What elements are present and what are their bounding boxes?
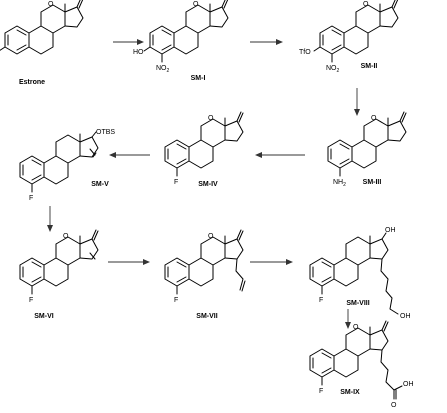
sm-ii-triflate-label: TfO bbox=[299, 49, 311, 56]
arrow-sm-v-to-sm-vi bbox=[47, 206, 53, 232]
label-sm-iii: SM-III bbox=[363, 179, 382, 186]
compound-sm-i: O HO NO2 SM-I bbox=[133, 0, 229, 82]
compound-sm-iv: O F SM-IV bbox=[164, 111, 244, 188]
arrow-sm-iv-to-sm-v bbox=[109, 152, 150, 158]
sm-viii-fluoro-label: F bbox=[319, 297, 323, 304]
label-estrone: Estrone bbox=[19, 79, 45, 86]
sm-vii-oxo-label: O bbox=[208, 233, 214, 240]
compound-sm-iii: O NH2 SM-III bbox=[327, 111, 407, 188]
sm-ii-oxo-label: O bbox=[363, 1, 369, 8]
label-sm-viii: SM-VIII bbox=[346, 300, 369, 307]
sm-ix-acid-oh-label: OH bbox=[403, 381, 414, 388]
sm-vi-oxo-label: O bbox=[63, 233, 69, 240]
label-sm-vii: SM-VII bbox=[196, 313, 217, 320]
label-sm-vi: SM-VI bbox=[34, 313, 54, 320]
sm-iii-oxo-label: O bbox=[371, 115, 377, 122]
arrow-sm-vi-to-sm-vii bbox=[108, 259, 150, 265]
sm-ix-fluoro-label: F bbox=[319, 388, 323, 395]
compound-sm-vi: O F SM-VI bbox=[19, 229, 99, 320]
estrone-oxo-label: O bbox=[48, 1, 54, 8]
label-sm-i: SM-I bbox=[191, 75, 206, 82]
label-sm-iv: SM-IV bbox=[198, 181, 218, 188]
compound-sm-ii: O TfO NO2 SM-II bbox=[299, 0, 399, 74]
label-sm-ix: SM-IX bbox=[340, 389, 360, 396]
sm-vii-fluoro-label: F bbox=[174, 297, 178, 304]
label-sm-v: SM-V bbox=[91, 181, 109, 188]
sm-v-silyl-ether-label: OTBS bbox=[96, 129, 115, 136]
compound-sm-ix: O O OH F SM-IX bbox=[309, 320, 414, 409]
sm-viii-hydroxy-label: OH bbox=[385, 227, 396, 234]
sm-i-hydroxy-label: HO bbox=[133, 49, 144, 56]
sm-ix-oxo-label: O bbox=[353, 324, 359, 331]
arrow-sm-i-to-sm-ii bbox=[250, 39, 283, 45]
sm-viii-terminal-hydroxy-label: OH bbox=[400, 313, 411, 320]
sm-iii-amino-label: NH2 bbox=[333, 179, 346, 188]
sm-i-nitro-label: NO2 bbox=[156, 65, 170, 74]
arrow-sm-iii-to-sm-iv bbox=[255, 152, 305, 158]
arrow-sm-ii-to-sm-iii bbox=[354, 88, 360, 116]
sm-ix-carbonyl-o-label: O bbox=[391, 402, 397, 409]
compound-sm-viii: OH OH F SM-VIII bbox=[309, 227, 411, 320]
arrow-estrone-to-sm-i bbox=[113, 39, 144, 45]
label-sm-ii: SM-II bbox=[361, 63, 378, 70]
sm-vi-fluoro-label: F bbox=[29, 297, 33, 304]
sm-iv-fluoro-label: F bbox=[174, 179, 178, 186]
sm-v-fluoro-label: F bbox=[29, 195, 33, 202]
compound-estrone: O HO Estrone bbox=[0, 0, 84, 86]
sm-iv-oxo-label: O bbox=[208, 115, 214, 122]
sm-i-oxo-label: O bbox=[193, 1, 199, 8]
sm-ii-nitro-label: NO2 bbox=[326, 65, 340, 74]
arrow-sm-vii-to-sm-viii bbox=[250, 259, 293, 265]
compound-sm-vii: O F SM-VII bbox=[164, 229, 246, 320]
compound-sm-v: OTBS F SM-V bbox=[19, 129, 115, 202]
arrow-sm-viii-to-sm-ix bbox=[345, 309, 351, 329]
